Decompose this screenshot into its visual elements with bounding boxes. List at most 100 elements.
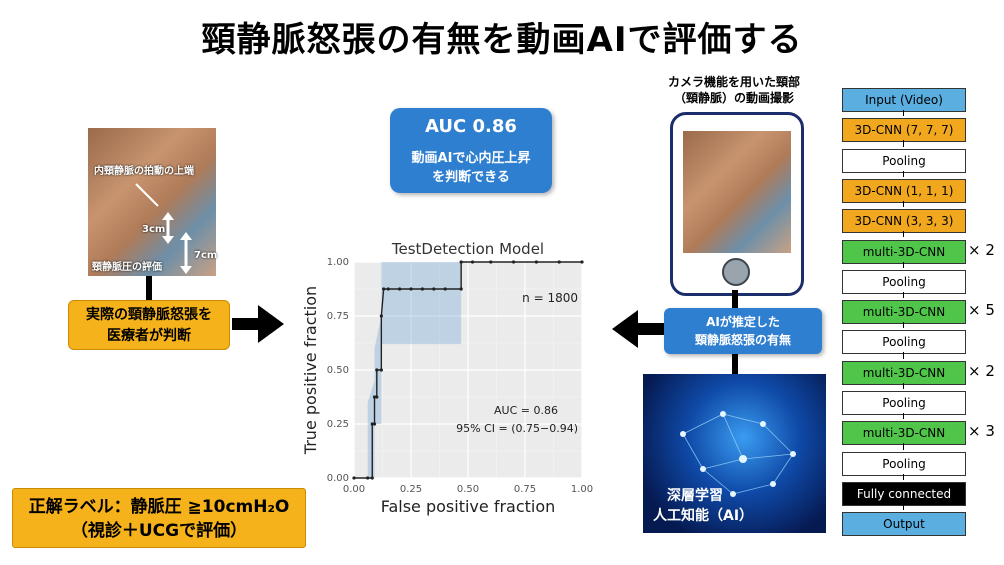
connector-line: [146, 276, 152, 300]
arch-connector-arrow: [903, 413, 904, 420]
label-line1: 正解ラベル：静脈圧 ≧10cmH₂O: [28, 497, 290, 517]
arch-layer-orange: 3D-CNN (7, 7, 7): [842, 118, 966, 143]
roc-point: [459, 260, 463, 264]
arch-repeat-count: × 3: [968, 422, 995, 441]
right-arrow-icon: [232, 305, 284, 343]
roc-point: [557, 260, 561, 264]
brain-line1: 深層学習: [667, 488, 723, 504]
auc-summary-box: AUC 0.86 動画AIで心内圧上昇 を判断できる: [390, 108, 552, 193]
roc-point: [375, 395, 379, 399]
roc-point: [379, 368, 383, 372]
camera-caption: カメラ機能を用いた頸部 （頸静脈）の動画撮影: [648, 74, 820, 106]
camera-line2: （頸静脈）の動画撮影: [673, 91, 794, 105]
roc-point: [370, 422, 374, 426]
y-tick-label: 0.00: [327, 473, 349, 484]
neural-network-icon: [680, 411, 796, 497]
roc-point: [352, 476, 356, 480]
confidence-band: [367, 262, 462, 478]
annotation-n: n = 1800: [522, 291, 578, 305]
arch-repeat-count: × 5: [968, 301, 995, 320]
roc-point: [512, 260, 516, 264]
annotation-auc: AUC = 0.86: [494, 404, 558, 417]
y-axis-label: True positive fraction: [301, 286, 320, 455]
smartphone-icon: [670, 112, 804, 296]
y-tick-label: 0.75: [327, 311, 349, 322]
arch-layer-white: Pooling: [842, 451, 966, 476]
y-tick-label: 0.50: [327, 365, 349, 376]
roc-point: [370, 476, 374, 480]
arch-layer-orange: 3D-CNN (3, 3, 3): [842, 209, 966, 234]
judge-line2: 医療者が判断: [107, 328, 191, 344]
y-tick-label: 1.00: [327, 257, 349, 268]
arch-connector-arrow: [903, 322, 904, 329]
arch-connector-arrow: [903, 291, 904, 299]
x-tick-label: 0.75: [514, 484, 536, 495]
arch-layer-black: Fully connected: [842, 481, 966, 506]
x-tick-label: 1.00: [571, 484, 593, 495]
arch-connector-arrow: [903, 170, 904, 177]
arch-connector-arrow: [903, 110, 904, 117]
annotation-ci: 95% CI = (0.75−0.94): [456, 422, 578, 435]
distance-3cm: 3cm: [142, 224, 166, 235]
y-tick-label: 0.25: [327, 419, 349, 430]
roc-point: [375, 368, 379, 372]
ai-line1: AIが推定した: [706, 315, 780, 329]
roc-point: [459, 287, 463, 291]
arch-connector-arrow: [903, 382, 904, 389]
phone-home-button-icon: [722, 258, 750, 286]
arch-repeat-count: × 2: [968, 240, 995, 259]
roc-point: [409, 287, 413, 291]
ai-estimate-box: AIが推定した 頸静脈怒張の有無: [664, 308, 822, 354]
distance-7cm: 7cm: [194, 250, 218, 261]
auc-title: AUC 0.86: [425, 116, 517, 137]
arch-connector-arrow: [903, 473, 904, 480]
camera-line1: カメラ機能を用いた頸部: [667, 75, 800, 89]
photo-arrows: [135, 183, 192, 274]
roc-point: [489, 260, 493, 264]
arch-layer-white: Pooling: [842, 391, 966, 415]
x-tick-label: 0.00: [343, 484, 365, 495]
arch-layer-orange: 3D-CNN (1, 1, 1): [842, 178, 966, 203]
connector-line: [732, 290, 738, 310]
arch-layer-white: Pooling: [842, 330, 966, 355]
arch-connector-arrow: [903, 140, 904, 147]
x-tick-label: 0.25: [400, 484, 422, 495]
x-axis-label: False positive fraction: [381, 497, 556, 516]
auc-line1: 動画AIで心内圧上昇: [411, 151, 531, 166]
arch-layer-white: Pooling: [842, 269, 966, 294]
arch-connector-arrow: [903, 231, 904, 238]
arch-repeat-count: × 2: [968, 361, 995, 380]
arch-layer-white: Pooling: [842, 148, 966, 173]
ground-truth-label-box: 正解ラベル：静脈圧 ≧10cmH₂O （視診＋UCGで評価）: [12, 488, 306, 548]
roc-point: [432, 287, 436, 291]
roc-point: [366, 476, 370, 480]
roc-point: [534, 260, 538, 264]
arch-connector-arrow: [903, 261, 904, 268]
roc-point: [382, 287, 386, 291]
label-line2: （視診＋UCGで評価）: [70, 521, 248, 541]
connector-line: [732, 354, 738, 374]
ai-line2: 頸静脈怒張の有無: [694, 333, 791, 347]
roc-point: [379, 314, 383, 318]
neck-photo: 内頸静脈の拍動の上端 3cm 7cm 頸静脈圧の評価: [88, 128, 218, 276]
roc-point: [420, 287, 424, 291]
roc-point: [470, 260, 475, 264]
arch-layer-input: Output: [842, 512, 966, 537]
brain-line2: 人工知能（AI）: [653, 508, 754, 524]
arch-connector-arrow: [903, 503, 904, 511]
ai-brain-image: 深層学習 人工知能（AI）: [643, 374, 826, 533]
roc-point: [580, 260, 584, 264]
arch-connector-arrow: [903, 443, 904, 450]
page-title: 頸静脈怒張の有無を動画AIで評価する: [201, 20, 803, 60]
assessment-label: 頸静脈圧の評価: [92, 262, 162, 273]
roc-point: [398, 287, 402, 291]
chart-title: TestDetection Model: [391, 240, 544, 258]
arch-connector-arrow: [903, 200, 904, 208]
roc-point: [443, 287, 447, 291]
brain-caption: 深層学習 人工知能（AI）: [653, 486, 753, 526]
roc-point: [386, 287, 390, 291]
left-arrow-icon: [612, 310, 664, 348]
auc-line2: を判断できる: [432, 170, 510, 185]
phone-video-frame: [683, 131, 791, 253]
